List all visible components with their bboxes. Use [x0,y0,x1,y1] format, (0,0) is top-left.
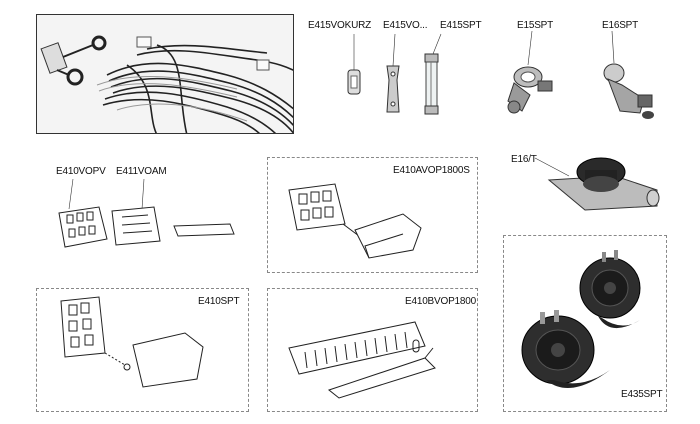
panel-e410spt [36,288,249,412]
label-e435spt: E435SPT [621,389,663,400]
wiring-harness-image [37,15,293,133]
battery-cutoff-switch-image [534,157,660,211]
fuse-strip-image [386,33,400,113]
fuse-glass-image [424,33,442,115]
fuse-box-e410spt-image [60,296,204,388]
fuse-box-e410bvop1800-image [288,321,436,399]
fuse-box-e410vopv-image [58,178,108,248]
label-e16spt: E16SPT [602,20,639,31]
label-e410vopv: E410VOPV [56,166,106,177]
label-e15spt: E15SPT [517,20,554,31]
battery-clamp-e16-image [603,30,654,119]
battery-clamp-e15-image [507,30,553,114]
wiring-harness-photo [36,14,294,134]
label-e411voam: E411VOAM [116,166,167,177]
fuse-short-image [347,34,361,95]
label-e16t: E16/T [511,154,537,165]
label-e410spt: E410SPT [198,296,240,307]
label-e410avop1800s: E410AVOP1800S [393,165,470,176]
cover-plate-image [173,223,235,237]
panel-e410bvop1800 [267,288,478,412]
horns-e435spt-image [521,250,641,388]
fuse-box-e411voam-image [111,178,161,246]
label-e415vo: E415VO... [383,20,428,31]
panel-e435spt [503,235,667,412]
panel-e410avop1800s [267,157,478,273]
label-e415spt: E415SPT [440,20,482,31]
label-e410bvop1800: E410BVOP1800 [405,296,476,307]
label-e415vokurz: E415VOKURZ [308,20,372,31]
fuse-box-e410avop1800s-image [288,183,422,259]
